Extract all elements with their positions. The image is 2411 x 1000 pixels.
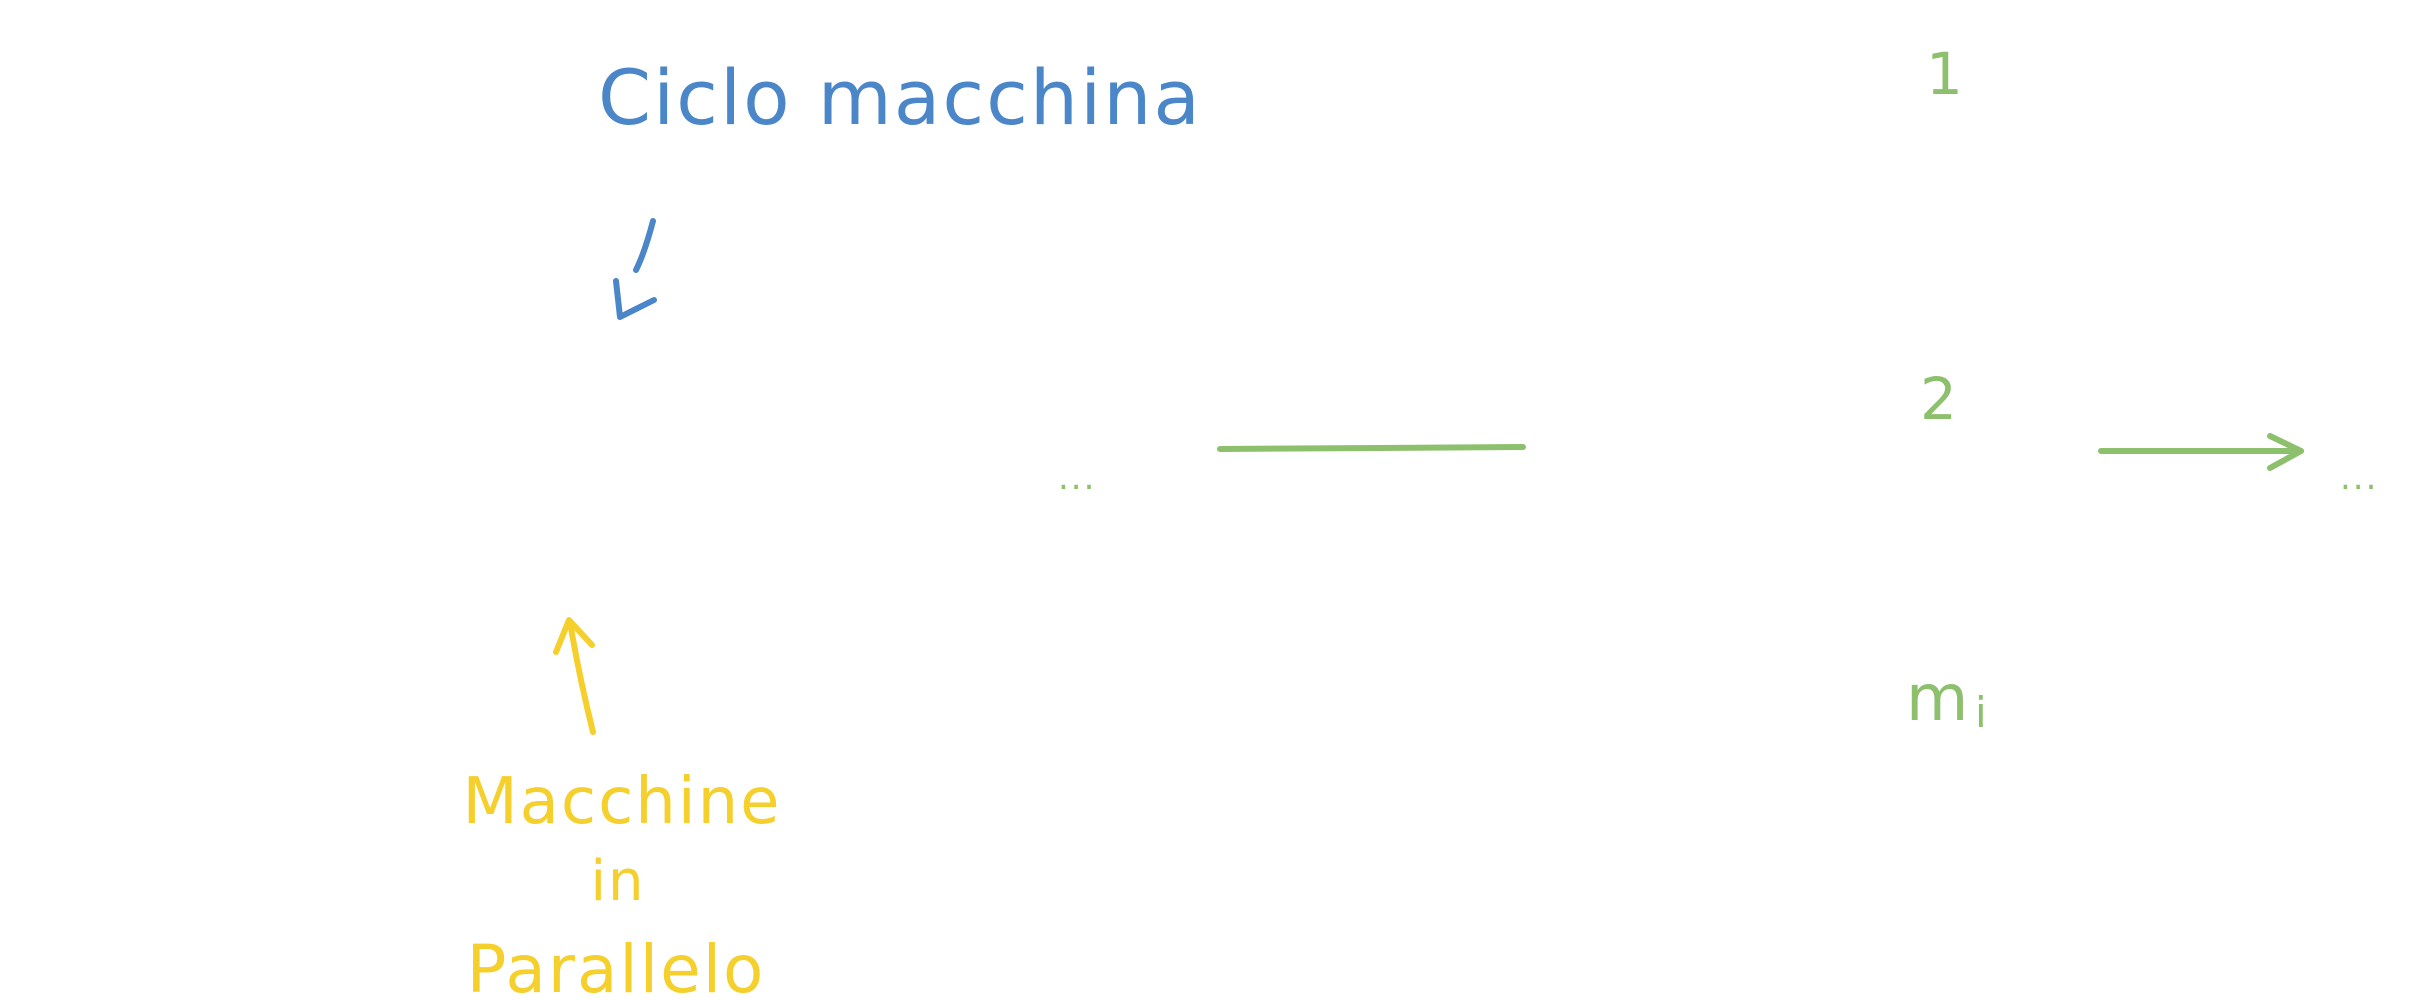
parallel-machines-label-line-2: in — [590, 849, 645, 914]
machine-1-label: 1 — [1926, 40, 1965, 108]
cycle-arrow-head — [613, 278, 657, 320]
parallel-machines-label-line-3: Parallelo — [467, 931, 766, 1000]
cycle-arrow — [633, 218, 656, 273]
input-line — [1217, 444, 1526, 452]
machine-2-label: 2 — [1920, 365, 1959, 433]
cycle-label: Ciclo macchina — [598, 53, 1202, 142]
machine-mi-label: m — [1906, 662, 1970, 736]
parallel-machines-arrow — [567, 619, 596, 735]
output-arrow-head — [2267, 433, 2304, 471]
parallel-machines-arrow-head — [553, 617, 595, 655]
left-ellipsis: ... — [1058, 458, 1096, 498]
machine-mi-subscript: i — [1975, 688, 1989, 737]
parallel-machines-label-line-1: Macchine — [462, 765, 781, 839]
right-ellipsis: ... — [2340, 458, 2378, 498]
